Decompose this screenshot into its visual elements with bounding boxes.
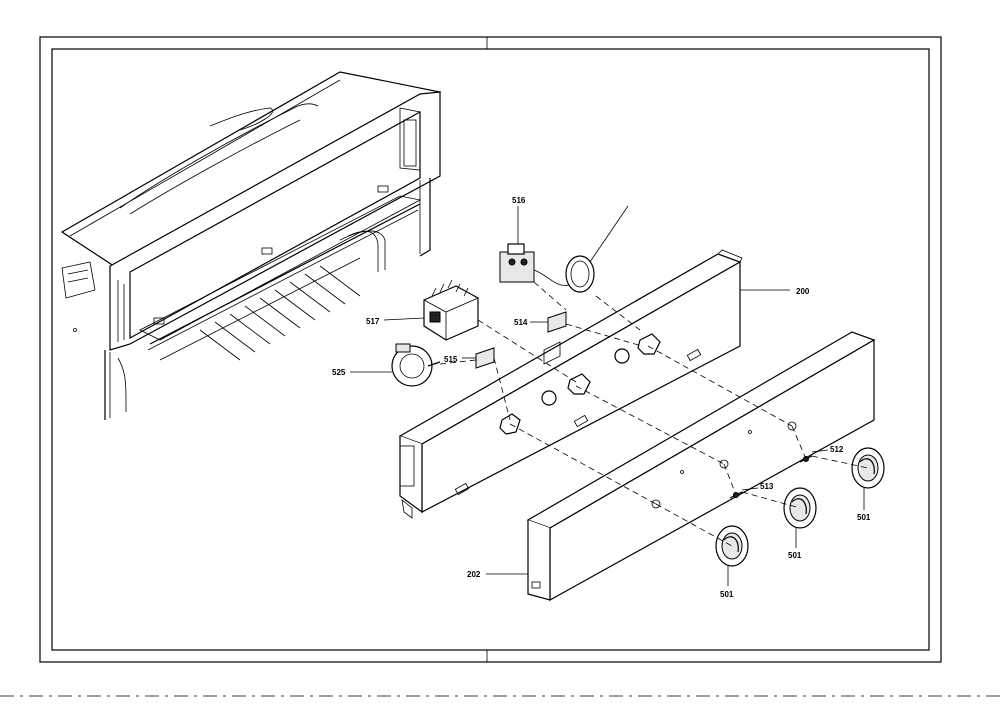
switch-515 <box>475 347 495 369</box>
front-fascia-202 <box>526 331 876 602</box>
knob-501-left <box>715 525 749 567</box>
callout-501-middle: 501 <box>788 551 802 560</box>
selector-switch-517 <box>423 279 479 341</box>
drawing-frame <box>0 36 1000 697</box>
callout-517: 517 <box>366 317 380 326</box>
assembly-lines <box>439 281 869 547</box>
leader-lines <box>350 206 865 586</box>
callout-514: 514 <box>514 318 528 327</box>
callout-202: 202 <box>467 570 481 579</box>
callout-512: 512 <box>830 445 844 454</box>
callout-516: 516 <box>512 196 526 205</box>
callout-525: 525 <box>332 368 346 377</box>
callout-515: 515 <box>444 355 458 364</box>
control-panel-200 <box>398 249 743 519</box>
knob-501-middle <box>783 487 817 529</box>
knob-501-right <box>851 447 885 489</box>
callout-501-left: 501 <box>720 590 734 599</box>
thermostat-516 <box>499 205 629 293</box>
callout-200: 200 <box>796 287 810 296</box>
timer-525 <box>391 343 441 387</box>
oven-cavity <box>60 71 442 420</box>
switch-514 <box>547 311 567 333</box>
callout-513: 513 <box>760 482 774 491</box>
callout-501-right: 501 <box>857 513 871 522</box>
callout-labels: 516 200 517 514 515 525 512 513 501 501 … <box>332 196 871 599</box>
